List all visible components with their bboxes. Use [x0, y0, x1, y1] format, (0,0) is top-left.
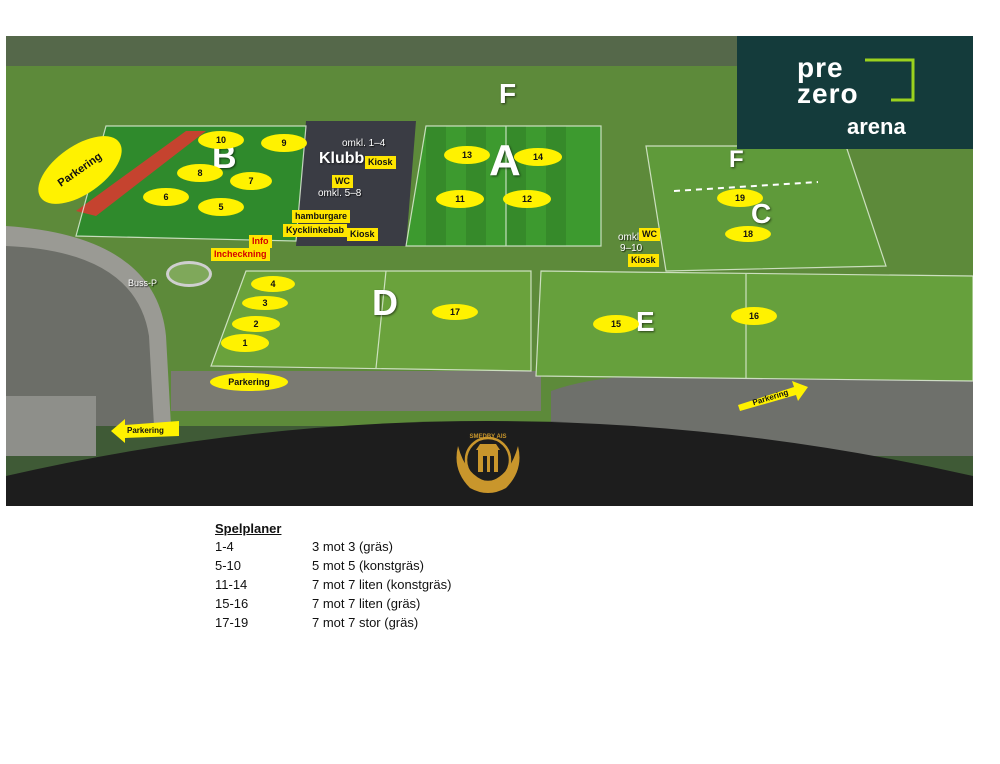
- omkl-9-10-label: 9–10: [620, 243, 643, 254]
- pitch-marker-17: 17: [432, 304, 478, 320]
- pitch-marker-5: 5: [198, 198, 244, 216]
- parking-arrow-left-label: Parkering: [127, 426, 164, 435]
- field-letter-f-right: F: [729, 146, 744, 173]
- legend-desc: 5 mot 5 (konstgräs): [312, 558, 424, 573]
- pitch-marker-18: 18: [725, 226, 771, 242]
- pitch-marker-6: 6: [143, 188, 189, 206]
- legend-desc: 7 mot 7 liten (konstgräs): [312, 577, 452, 592]
- legend-desc: 7 mot 7 liten (gräs): [312, 596, 421, 611]
- omkl-5-8-label: omkl. 5–8: [318, 188, 362, 199]
- prezero-arena-logo: pre zero arena: [737, 36, 973, 149]
- kycklinkebab-tag: Kycklinkebab: [283, 224, 348, 237]
- parking-marker-bottom: Parkering: [210, 373, 288, 391]
- pitch-marker-16: 16: [731, 307, 777, 325]
- pitch-marker-1: 1: [221, 334, 269, 352]
- logo-arena-text: arena: [847, 114, 906, 139]
- legend-row: 11-14 7 mot 7 liten (konstgräs): [215, 577, 451, 596]
- info-tag: Info: [249, 235, 272, 248]
- klubb-label: Klubb: [319, 150, 365, 167]
- field-letter-f-top: F: [499, 78, 517, 109]
- logo-pre-text: pre: [797, 52, 844, 83]
- pitch-marker-15: 15: [593, 315, 639, 333]
- omkl-right-label: omkl: [618, 232, 640, 243]
- legend-range: 1-4: [215, 539, 234, 554]
- wc-tag-klubb: WC: [332, 175, 353, 188]
- legend-title: Spelplaner: [215, 521, 282, 536]
- pitch-marker-13: 13: [444, 146, 490, 164]
- kiosk-tag-center: Kiosk: [347, 228, 378, 241]
- legend-row: 15-16 7 mot 7 liten (gräs): [215, 596, 451, 615]
- pitch-legend: Spelplaner 1-4 3 mot 3 (gräs) 5-10 5 mot…: [215, 521, 451, 634]
- legend-row: 5-10 5 mot 5 (konstgräs): [215, 558, 451, 577]
- legend-row: 17-19 7 mot 7 stor (gräs): [215, 615, 451, 634]
- field-letter-d: D: [372, 282, 398, 323]
- omkl-1-4-label: omkl. 1–4: [342, 138, 386, 149]
- kiosk-tag-right: Kiosk: [628, 254, 659, 267]
- pitch-marker-14: 14: [514, 148, 562, 166]
- pitch-marker-9: 9: [261, 134, 307, 152]
- pitch-marker-3: 3: [242, 296, 288, 310]
- pitch-marker-19: 19: [717, 189, 763, 207]
- field-letter-c: C: [751, 198, 772, 229]
- arrow-left-icon: [111, 419, 179, 443]
- legend-row: 1-4 3 mot 3 (gräs): [215, 539, 451, 558]
- legend-range: 5-10: [215, 558, 242, 573]
- legend-range: 15-16: [215, 596, 249, 611]
- pitch-marker-11: 11: [436, 190, 484, 208]
- legend-desc: 7 mot 7 stor (gräs): [312, 615, 419, 630]
- smedby-ais-emblem-icon: [456, 436, 520, 493]
- buss-p-label: Buss-P: [128, 278, 158, 288]
- wc-tag-right: WC: [639, 228, 660, 241]
- legend-range: 17-19: [215, 615, 249, 630]
- pitch-marker-10: 10: [198, 131, 244, 149]
- pitch-marker-7: 7: [230, 172, 272, 190]
- emblem-text: SMEDBY AIS: [469, 434, 507, 440]
- kiosk-tag-klubb: Kiosk: [365, 156, 396, 169]
- legend-desc: 3 mot 3 (gräs): [312, 539, 393, 554]
- legend-table: 1-4 3 mot 3 (gräs) 5-10 5 mot 5 (konstgr…: [215, 539, 451, 634]
- field-letter-e: E: [636, 306, 655, 337]
- pitch-marker-4: 4: [251, 276, 295, 292]
- pitch-marker-8: 8: [177, 164, 223, 182]
- pitch-marker-12: 12: [503, 190, 551, 208]
- roundabout: [166, 261, 212, 287]
- pitch-marker-2: 2: [232, 316, 280, 332]
- logo-accent-bracket-icon: [865, 58, 915, 102]
- legend-range: 11-14: [215, 577, 248, 592]
- hamburgare-tag: hamburgare: [292, 210, 351, 223]
- logo-zero-text: zero: [797, 78, 859, 109]
- arrow-right-icon: [738, 381, 808, 411]
- incheckning-tag: Incheckning: [211, 248, 270, 261]
